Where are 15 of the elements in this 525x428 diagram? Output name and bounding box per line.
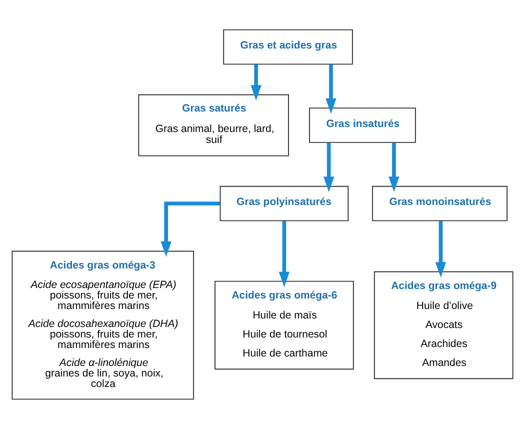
node-box: Acides gras oméga-3 Acide ecosapentanoïque (EPA) poissons, fruits de mer, mammifères marins Acide docosahexanoïque (DHA) poissons, fruits de mer, mammifères marins Acide α-linolénique graines de lin, soya, noix, colza xyxy=(12,250,194,400)
arrow xyxy=(388,142,400,192)
node-box: Acides gras oméga-9 Huile d’olive Avocats Arachides Amandes xyxy=(374,270,514,379)
arrow xyxy=(435,220,446,277)
arrow xyxy=(160,201,220,256)
node-box: Acides gras oméga-6 Huile de maïs Huile de tournesol Huile de carthame xyxy=(214,280,354,370)
arrow xyxy=(278,220,290,287)
node-box: Gras insaturés xyxy=(309,107,416,142)
node-box: Gras saturés Gras animal, beurre, lard, suif xyxy=(138,94,289,156)
node-box: Gras polyinsaturés xyxy=(220,185,349,221)
arrow xyxy=(250,64,262,100)
arrow xyxy=(323,142,334,192)
arrow xyxy=(326,64,336,114)
node-box: Gras monoinsaturés xyxy=(372,185,508,221)
node-box: Gras et acides gras xyxy=(223,28,353,64)
